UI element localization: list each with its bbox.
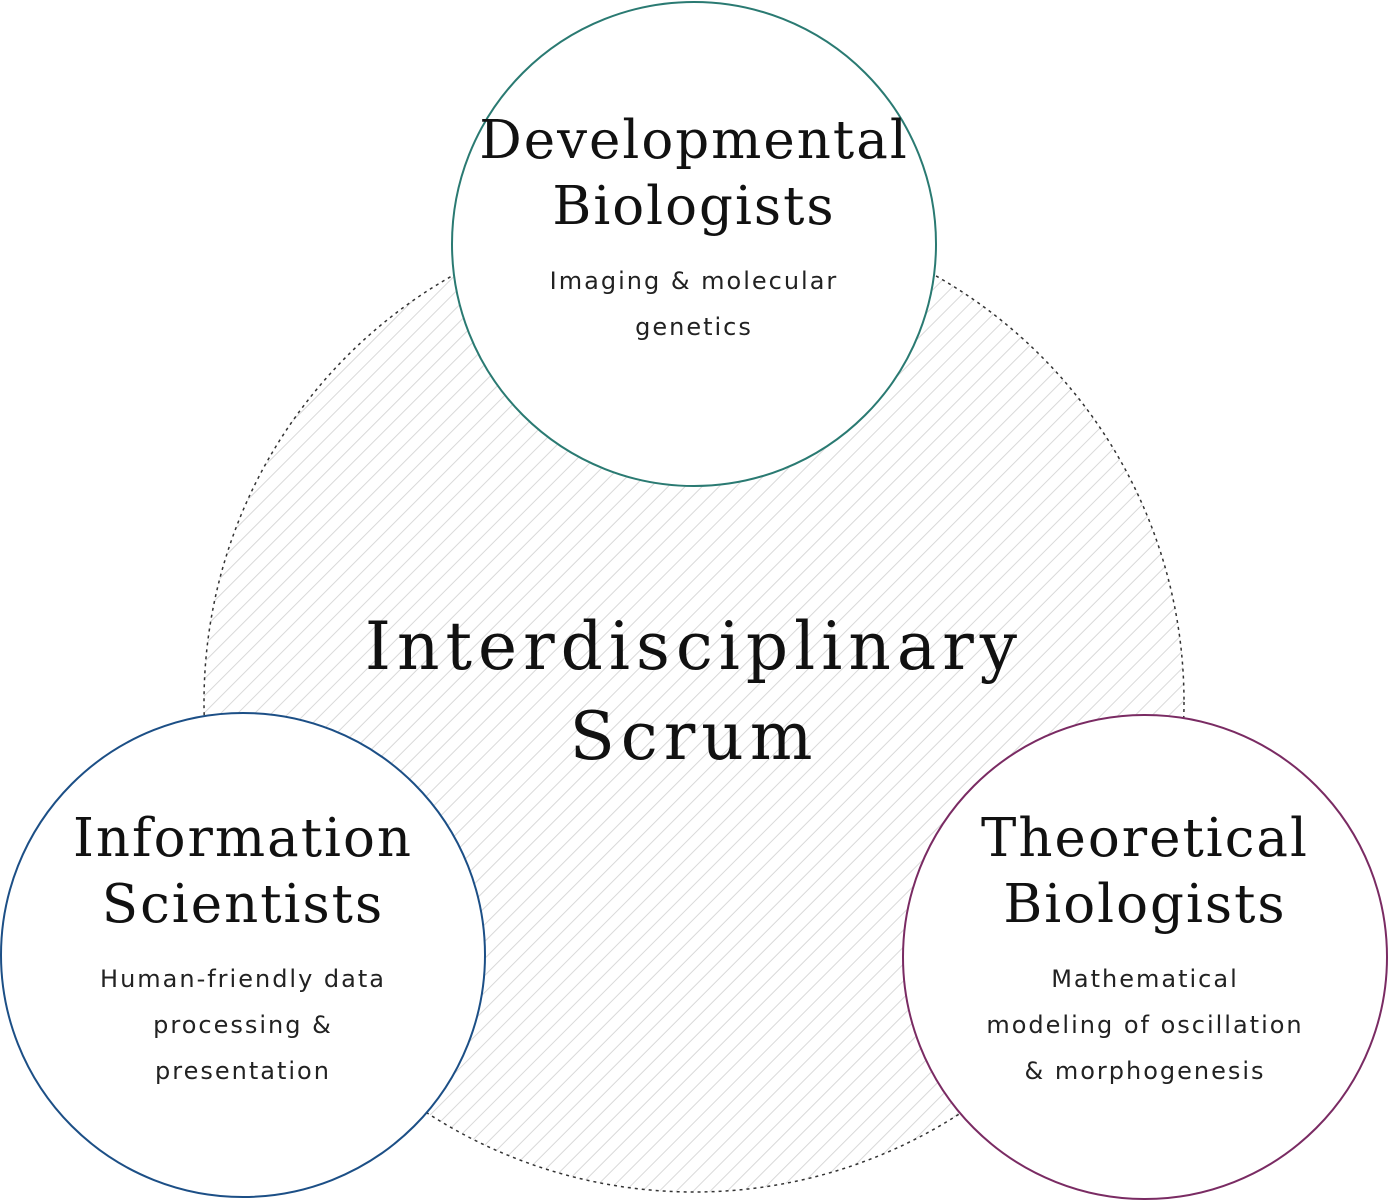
information-desc-line2: processing & [153, 1011, 333, 1039]
theoretical-biologists-circle: Theoretical Biologists Mathematical mode… [902, 714, 1388, 1200]
information-title: Information Scientists [73, 806, 413, 938]
developmental-title: Developmental Biologists [479, 108, 909, 240]
developmental-desc-line1: Imaging & molecular [549, 267, 839, 295]
developmental-title-line2: Biologists [552, 176, 836, 237]
information-description: Human-friendly data processing & present… [100, 956, 386, 1094]
developmental-description: Imaging & molecular genetics [550, 258, 839, 350]
information-desc-line3: presentation [155, 1057, 331, 1085]
developmental-desc-line2: genetics [635, 313, 753, 341]
theoretical-title-line1: Theoretical [981, 808, 1309, 869]
developmental-biologists-circle: Developmental Biologists Imaging & molec… [451, 1, 937, 487]
developmental-title-line1: Developmental [479, 110, 909, 171]
scrum-dotted-outline [203, 211, 1185, 1193]
information-desc-line1: Human-friendly data [100, 965, 386, 993]
information-title-line1: Information [72, 808, 414, 869]
theoretical-desc-line1: Mathematical [1051, 965, 1239, 993]
theoretical-desc-line3: & morphogenesis [1024, 1057, 1266, 1085]
theoretical-desc-line2: modeling of oscillation [986, 1011, 1304, 1039]
theoretical-title-line2: Biologists [1003, 874, 1287, 935]
theoretical-title: Theoretical Biologists [981, 806, 1309, 938]
center-title-line2: Scrum [569, 698, 819, 775]
information-title-line2: Scientists [101, 874, 385, 935]
center-title-line1: Interdisciplinary [364, 608, 1024, 685]
center-title: Interdisciplinary Scrum [344, 602, 1044, 782]
theoretical-description: Mathematical modeling of oscillation & m… [986, 956, 1303, 1094]
information-scientists-circle: Information Scientists Human-friendly da… [0, 712, 486, 1198]
